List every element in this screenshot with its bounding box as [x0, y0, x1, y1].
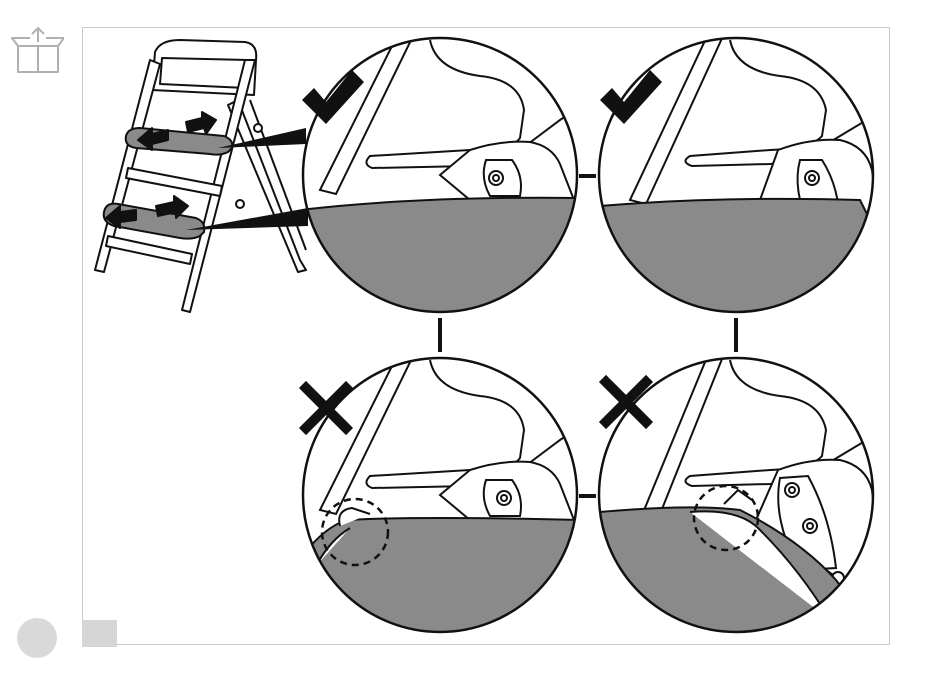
page-dot [17, 618, 57, 658]
page-square [82, 620, 117, 647]
high-chair-illustration [95, 40, 306, 312]
detail-panel-top-right [599, 30, 880, 320]
detail-panel-top-left [300, 30, 590, 320]
